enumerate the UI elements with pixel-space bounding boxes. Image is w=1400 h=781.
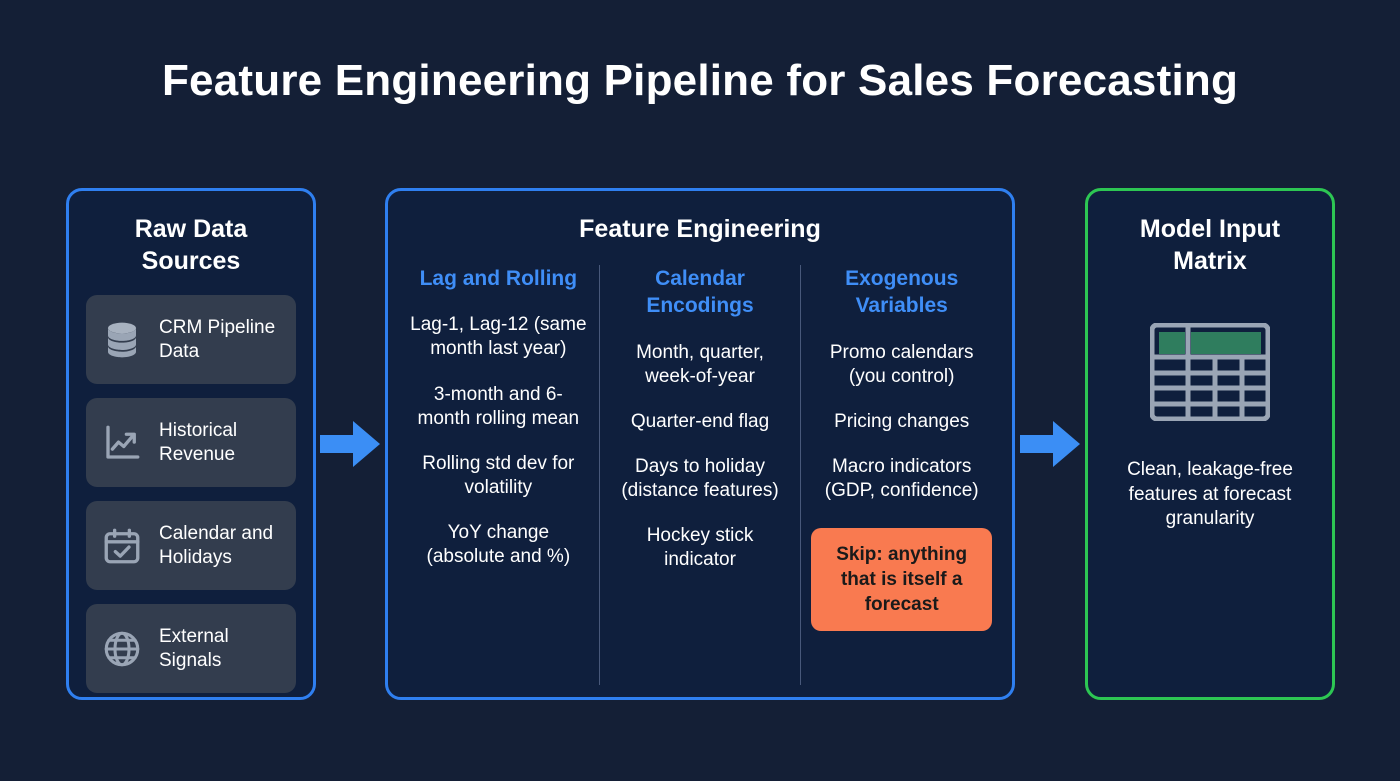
feature-item: Lag-1, Lag-12 (same month last year) bbox=[410, 314, 587, 360]
feature-item: 3-month and 6-month rolling mean bbox=[417, 383, 580, 429]
raw-data-sources-title: Raw Data Sources bbox=[134, 215, 248, 275]
feature-item: Promo calendars (you control) bbox=[829, 341, 974, 387]
arrow-sources-to-features bbox=[320, 418, 382, 470]
table-matrix-icon bbox=[1149, 322, 1271, 426]
feature-item: Rolling std dev for volatility bbox=[422, 452, 575, 498]
feature-columns: Lag and Rolling Lag-1, Lag-12 (same mont… bbox=[398, 265, 1002, 685]
feature-column-calendar-encodings: Calendar Encodings Month, quarter, week-… bbox=[598, 265, 801, 685]
source-label-external-signals: External Signals bbox=[159, 626, 229, 671]
feature-engineering-title: Feature Engineering bbox=[579, 215, 821, 243]
calendar-check-icon bbox=[100, 524, 144, 568]
feature-engineering-panel: Feature Engineering Lag and Rolling Lag-… bbox=[385, 188, 1015, 700]
skip-callout: Skip: anything that is itself a forecast bbox=[811, 528, 993, 632]
model-input-matrix-title: Model Input Matrix bbox=[1139, 215, 1281, 275]
source-card-calendar-holidays[interactable]: Calendar and Holidays bbox=[86, 501, 296, 590]
source-label-calendar-holidays: Calendar and Holidays bbox=[159, 523, 274, 568]
feature-item: Macro indicators (GDP, confidence) bbox=[824, 455, 979, 502]
line-chart-up-icon bbox=[100, 421, 144, 465]
feature-column-title-calendar-encodings: Calendar Encodings bbox=[646, 267, 754, 318]
feature-column-lag-rolling: Lag and Rolling Lag-1, Lag-12 (same mont… bbox=[398, 265, 599, 685]
feature-item: Quarter-end flag bbox=[630, 410, 770, 432]
feature-item: Hockey stick indicator bbox=[646, 525, 754, 571]
arrow-features-to-matrix bbox=[1020, 418, 1082, 470]
globe-icon bbox=[100, 627, 144, 671]
feature-item: Pricing changes bbox=[834, 410, 970, 432]
feature-column-title-lag-rolling: Lag and Rolling bbox=[419, 267, 578, 290]
feature-item: Month, quarter, week-of-year bbox=[636, 341, 764, 387]
feature-items-calendar-encodings: Month, quarter, week-of-year Quarter-end… bbox=[610, 341, 791, 573]
matrix-caption: Clean, leakage-free features at forecast… bbox=[1127, 459, 1293, 530]
feature-item: YoY change (absolute and %) bbox=[426, 522, 571, 568]
raw-data-sources-panel: Raw Data Sources CRM Pipeline Data bbox=[66, 188, 316, 700]
feature-items-lag-rolling: Lag-1, Lag-12 (same month last year) 3-m… bbox=[408, 313, 589, 569]
feature-item: Days to holiday (distance features) bbox=[621, 455, 779, 502]
feature-items-exogenous-variables: Promo calendars (you control) Pricing ch… bbox=[811, 341, 992, 504]
source-label-crm: CRM Pipeline Data bbox=[159, 317, 276, 362]
feature-column-title-exogenous-variables: Exogenous Variables bbox=[845, 267, 959, 318]
source-label-historical-revenue: Historical Revenue bbox=[159, 420, 238, 465]
database-icon bbox=[100, 318, 144, 362]
source-card-crm[interactable]: CRM Pipeline Data bbox=[86, 295, 296, 384]
source-card-historical-revenue[interactable]: Historical Revenue bbox=[86, 398, 296, 487]
source-card-external-signals[interactable]: External Signals bbox=[86, 604, 296, 693]
page-title: Feature Engineering Pipeline for Sales F… bbox=[161, 56, 1239, 105]
model-input-matrix-panel: Model Input Matrix bbox=[1085, 188, 1335, 700]
matrix-icon-wrap bbox=[1106, 322, 1314, 426]
feature-column-exogenous-variables: Exogenous Variables Promo calendars (you… bbox=[800, 265, 1002, 685]
source-list: CRM Pipeline Data Historical Revenue bbox=[86, 295, 296, 693]
